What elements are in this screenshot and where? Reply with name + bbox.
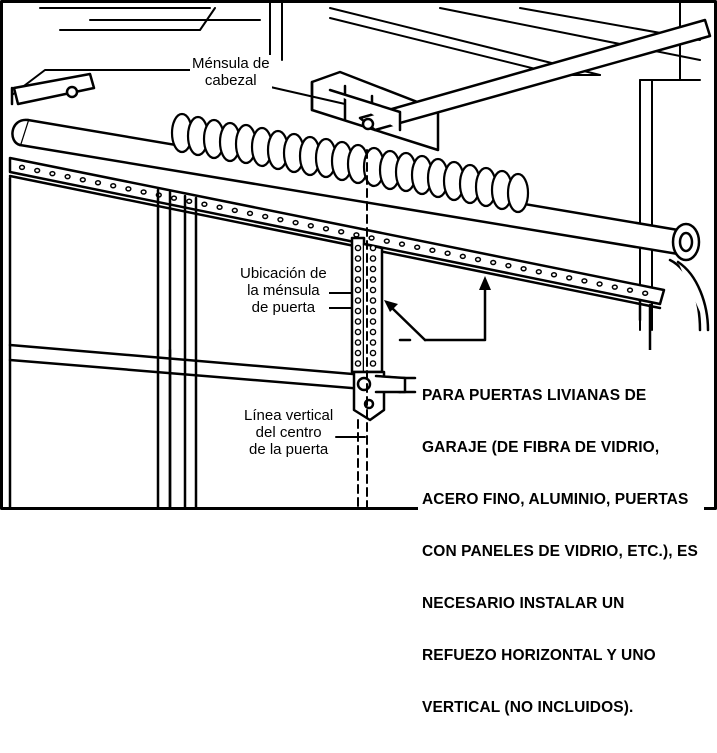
strut-hole bbox=[369, 265, 377, 273]
angle-hole bbox=[34, 167, 41, 174]
strut-hole bbox=[369, 297, 377, 304]
angle-hole bbox=[262, 213, 269, 220]
angle-hole bbox=[94, 180, 102, 186]
angle-hole bbox=[353, 232, 360, 238]
strut-hole bbox=[354, 307, 362, 315]
warning-line-7: VERTICAL (NO INCLUIDOS). bbox=[422, 699, 634, 717]
angle-holes bbox=[18, 164, 649, 296]
strut-hole bbox=[369, 328, 377, 336]
angle-hole bbox=[322, 226, 330, 232]
strut-hole bbox=[369, 307, 377, 315]
angle-hole bbox=[566, 275, 573, 281]
strut-hole bbox=[369, 255, 377, 262]
strut-hole bbox=[354, 339, 362, 346]
cable-drum bbox=[668, 222, 710, 332]
angle-hole bbox=[611, 284, 618, 290]
angle-hole bbox=[368, 235, 375, 241]
strut-hole bbox=[354, 349, 362, 357]
angle-hole bbox=[64, 173, 71, 180]
angle-hole bbox=[626, 287, 634, 293]
door-bracket-label-line-3: de puerta bbox=[251, 298, 316, 316]
angle-hole bbox=[383, 238, 390, 244]
angle-hole bbox=[246, 210, 254, 217]
strut-hole bbox=[354, 265, 362, 273]
angle-hole bbox=[49, 170, 56, 177]
warning-line-3: ACERO FINO, ALUMINIO, PUERTAS bbox=[422, 490, 689, 508]
strut-hole bbox=[354, 276, 362, 283]
warning-line-1: PARA PUERTAS LIVIANAS DE bbox=[422, 386, 647, 404]
strut-holes bbox=[354, 244, 377, 367]
angle-hole bbox=[186, 198, 193, 204]
left-rail bbox=[10, 72, 96, 106]
warning-line-5: NECESARIO INSTALAR UN bbox=[422, 595, 625, 613]
angle-hole bbox=[520, 265, 527, 272]
header-bracket bbox=[310, 18, 712, 152]
angle-hole bbox=[338, 229, 345, 235]
angle-hole bbox=[429, 247, 436, 254]
angle-hole bbox=[201, 201, 208, 207]
strut-hole bbox=[369, 318, 377, 325]
vertical-line-label-line-2: del centro bbox=[255, 423, 322, 441]
warning-line-6: REFUEZO HORIZONTAL Y UNO bbox=[422, 647, 656, 665]
angle-hole bbox=[18, 164, 26, 171]
strut-hole bbox=[354, 286, 362, 294]
warning-note: PARA PUERTAS LIVIANAS DE GARAJE (DE FIBR… bbox=[418, 350, 704, 753]
strut-hole bbox=[354, 297, 362, 304]
angle-hole bbox=[474, 256, 482, 263]
door-bracket bbox=[352, 370, 407, 422]
angle-hole bbox=[110, 183, 117, 189]
header-bracket-label-line-1: Ménsula de bbox=[192, 55, 270, 72]
strut-hole bbox=[369, 276, 377, 283]
strut-hole bbox=[369, 360, 377, 367]
strut-hole bbox=[354, 255, 362, 262]
header-bracket-label-line-2: cabezal bbox=[204, 71, 257, 89]
perforated-angle bbox=[8, 156, 666, 310]
garage-door-diagram: Ménsula de cabezal Ubicación de la ménsu… bbox=[0, 0, 717, 717]
angle-hole bbox=[140, 189, 147, 195]
angle-hole bbox=[444, 250, 451, 257]
strut-hole bbox=[369, 349, 377, 357]
header-bracket-label: Ménsula de cabezal bbox=[190, 55, 272, 91]
strut-hole bbox=[369, 339, 377, 346]
strut-hole bbox=[354, 360, 362, 367]
strut-hole bbox=[354, 328, 362, 336]
angle-hole bbox=[642, 290, 649, 296]
strut-hole bbox=[369, 286, 377, 294]
strut-hole bbox=[369, 244, 377, 252]
vertical-line-label: Línea vertical del centro de la puerta bbox=[242, 407, 336, 460]
strut-hole bbox=[354, 318, 362, 325]
arrow-heads bbox=[384, 276, 491, 312]
angle-hole bbox=[596, 281, 603, 287]
torsion-spring bbox=[170, 112, 530, 214]
vertical-line-label-line-1: Línea vertical bbox=[244, 407, 334, 424]
strut-hole bbox=[354, 244, 362, 252]
door-bracket-label: Ubicación de la ménsula de puerta bbox=[238, 265, 329, 318]
warning-line-4: CON PANELES DE VIDRIO, ETC.), ES bbox=[422, 542, 698, 560]
angle-hole bbox=[125, 186, 132, 192]
angle-hole bbox=[398, 241, 406, 247]
angle-hole bbox=[170, 195, 178, 201]
angle-hole bbox=[490, 259, 497, 266]
door-bracket-label-line-1: Ubicación de bbox=[240, 265, 327, 282]
angle-hole bbox=[459, 253, 466, 260]
angle-hole bbox=[550, 272, 558, 278]
angle-hole bbox=[307, 222, 314, 229]
angle-hole bbox=[535, 268, 542, 275]
vertical-line-label-line-3: de la puerta bbox=[248, 440, 329, 458]
warning-line-2: GARAJE (DE FIBRA DE VIDRIO, bbox=[422, 438, 660, 456]
angle-hole bbox=[231, 207, 238, 214]
angle-hole bbox=[292, 219, 299, 226]
ceiling-joists bbox=[11, 7, 701, 96]
angle-hole bbox=[79, 176, 86, 183]
angle-hole bbox=[505, 262, 512, 269]
angle-hole bbox=[581, 278, 588, 284]
angle-hole bbox=[277, 216, 284, 223]
door-bracket-label-line-2: la ménsula bbox=[247, 281, 320, 299]
angle-hole bbox=[414, 244, 421, 250]
diagram-border bbox=[0, 0, 717, 510]
callout-arrows bbox=[388, 283, 487, 342]
angle-hole bbox=[216, 204, 223, 211]
